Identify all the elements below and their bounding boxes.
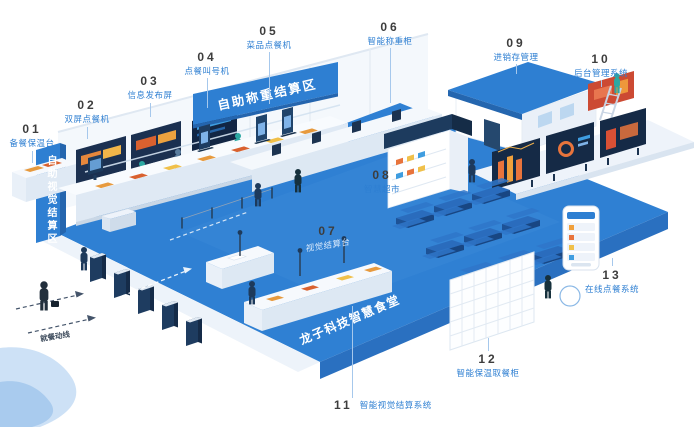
people: [39, 73, 620, 311]
checkout-counters: [206, 230, 392, 331]
callout-connector: [516, 64, 517, 74]
callout-connector: [207, 78, 208, 108]
warming-table: [12, 158, 76, 202]
callout-connector: [601, 80, 602, 87]
callout-connector: [150, 103, 151, 117]
callout-connector: [87, 127, 88, 139]
pickup-locker-wall: [449, 251, 535, 351]
supermarket-kiosk: [384, 114, 472, 209]
wave-decoration: [0, 347, 77, 427]
storage-boxes: [102, 209, 136, 232]
order-calling-kiosk: [197, 124, 214, 152]
dual-screen-ordering-machine: [88, 154, 103, 180]
callout-connector: [390, 48, 391, 103]
visual-zone-banner-text: 自助视觉结算区: [45, 155, 56, 246]
callout-connector: [32, 151, 33, 163]
callout-connector: [352, 306, 353, 398]
briefcase: [51, 301, 59, 307]
callout-connector: [488, 338, 489, 351]
dish-ordering-kiosks: [254, 107, 297, 144]
warehouse-building: [448, 62, 602, 153]
callout-connector: [269, 52, 270, 104]
phone-mockup: [559, 205, 600, 307]
weighing-zone-banner: [193, 62, 338, 129]
dashboard-screens: [470, 71, 694, 200]
callout-connector: [612, 258, 613, 266]
